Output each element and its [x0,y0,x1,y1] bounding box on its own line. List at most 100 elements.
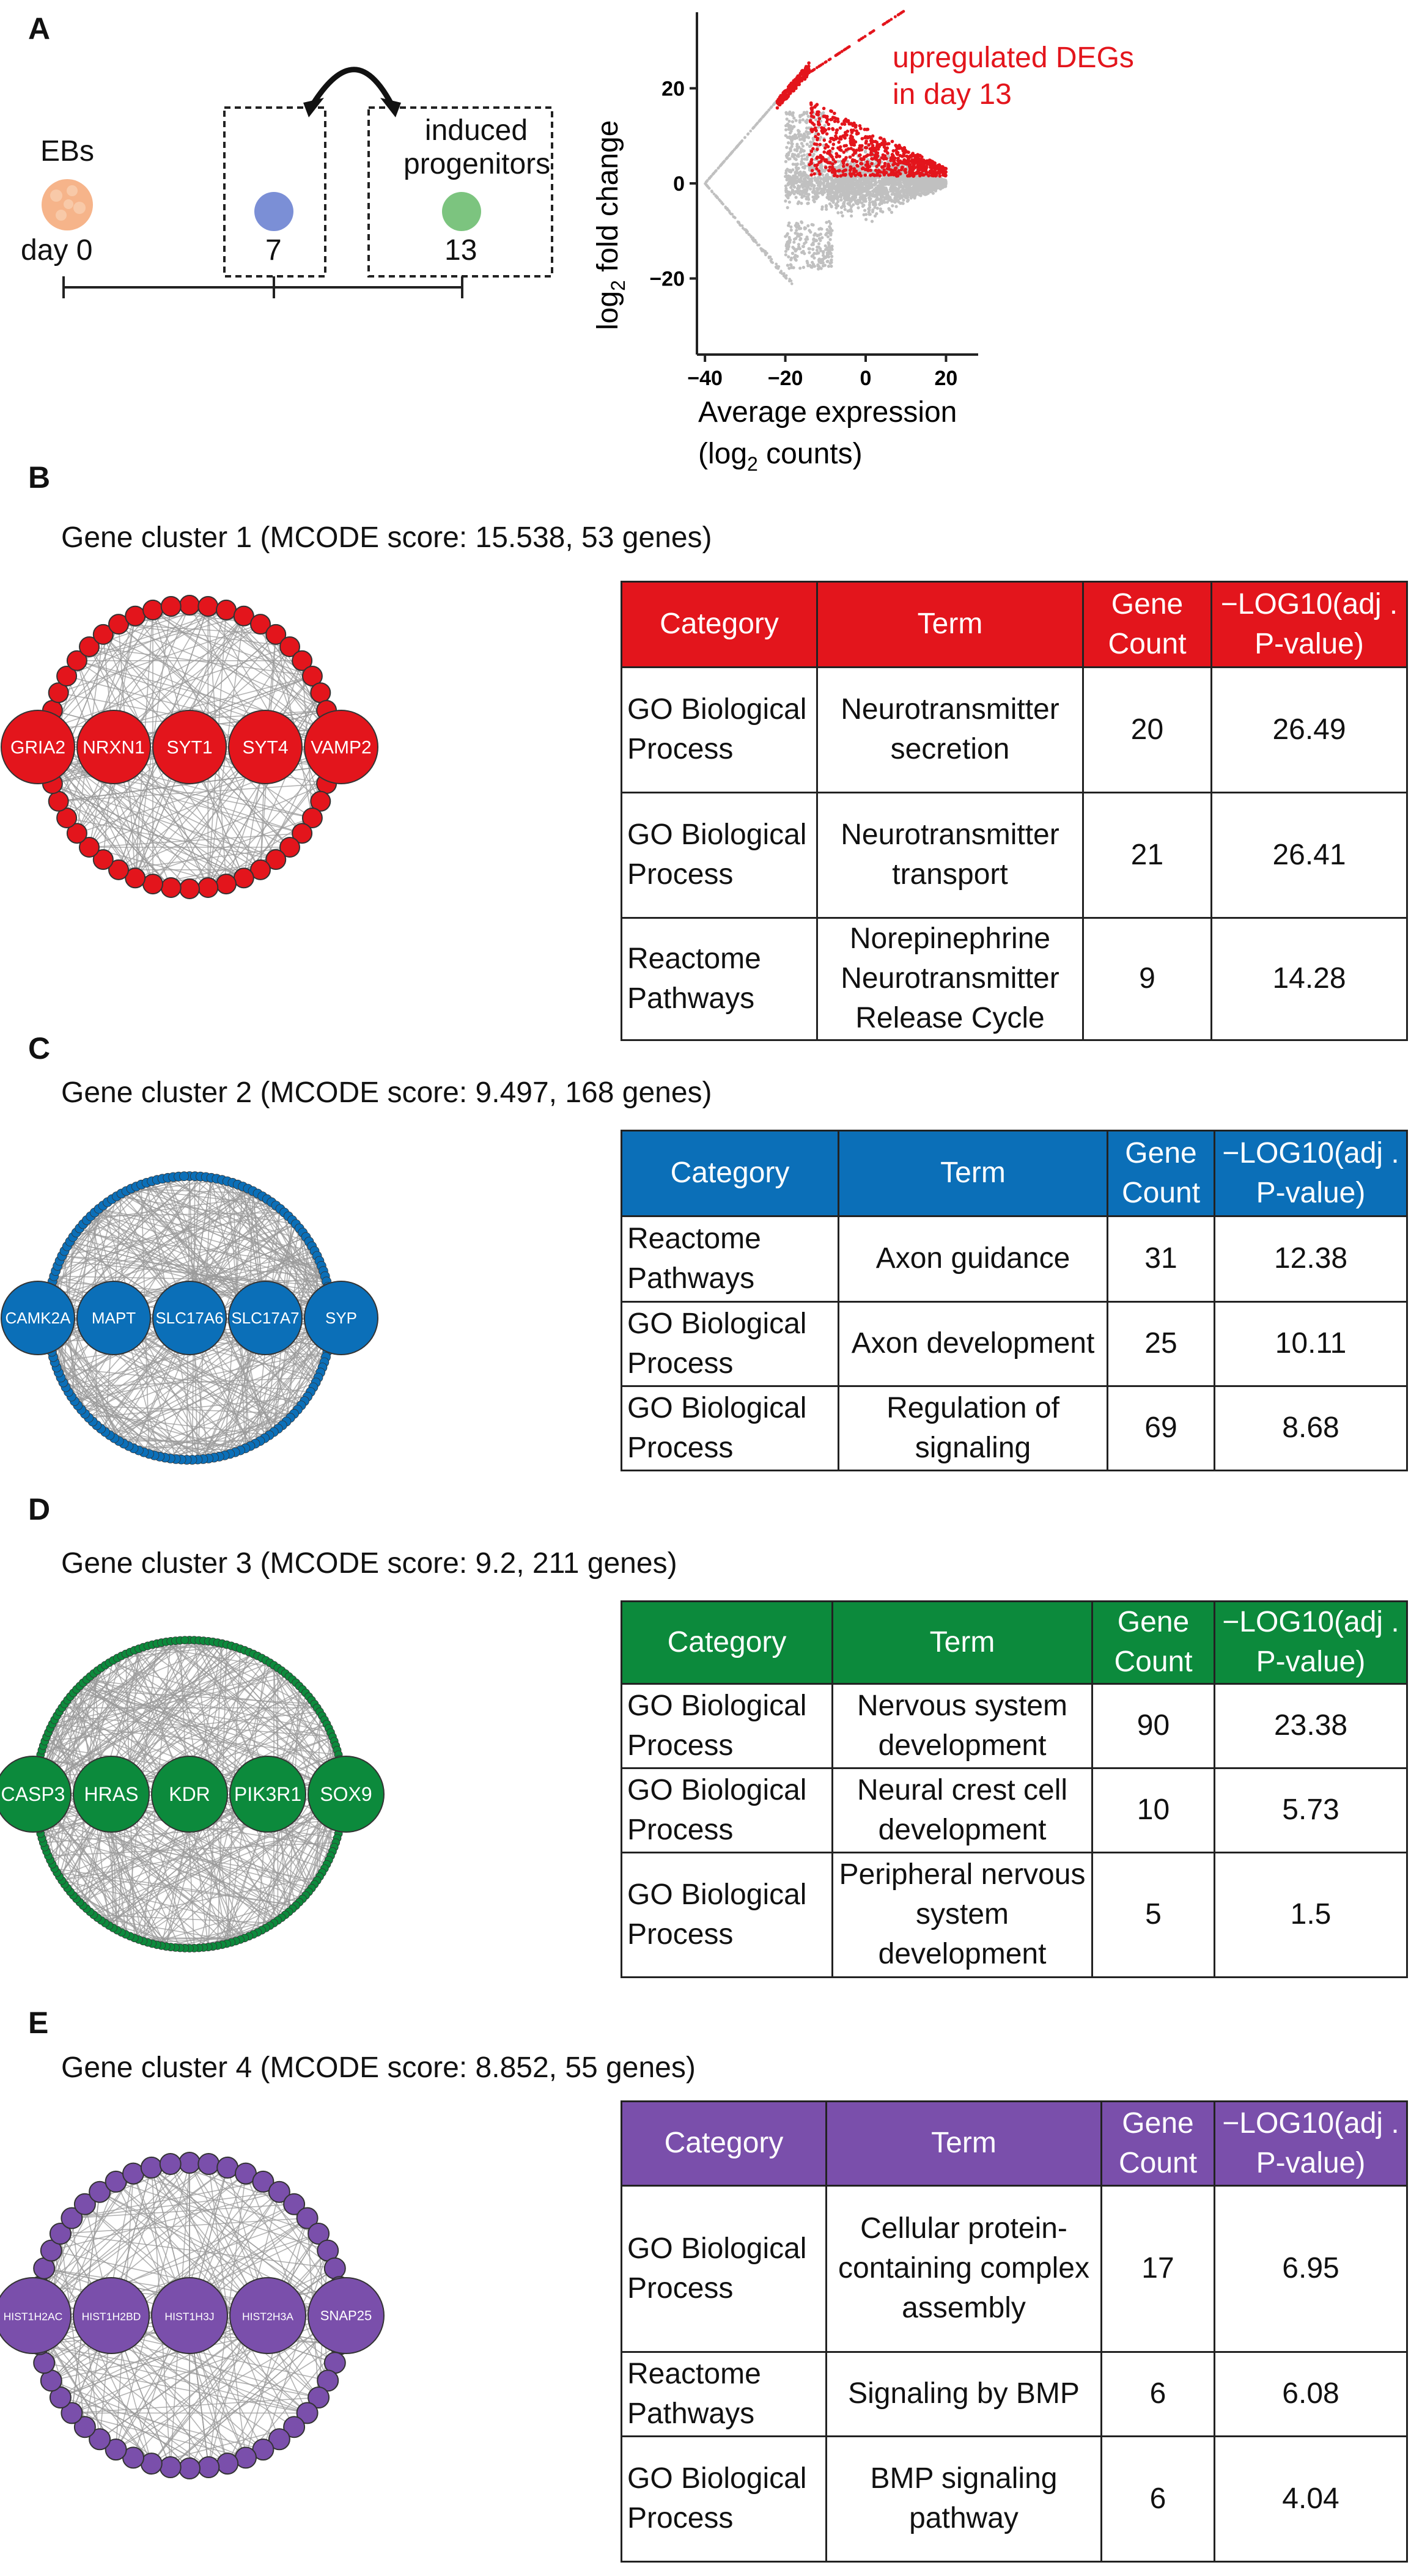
hub-gene-label: HIST1H2BD [82,2311,141,2323]
ma-point-grey [896,199,900,202]
ma-point-grey [784,249,788,253]
ma-point-grey [806,264,810,268]
cell-category: Reactome Pathways [621,2351,827,2437]
cell-log10-pvalue: 4.04 [1214,2435,1408,2563]
ma-point-grey [863,208,867,212]
ma-point-grey [901,202,905,205]
cell-gene-count: 20 [1082,666,1212,793]
table-header-row: Category Term Gene Count −LOG10(adj . P-… [621,1130,1408,1217]
cell-term: Neurotransmitter secretion [816,666,1084,793]
table-header-row: Category Term Gene Count −LOG10(adj . P-… [621,2100,1408,2187]
table-row: GO Biological Process Neurotransmitter s… [621,666,1408,793]
ma-point-grey [803,157,807,161]
hub-gene-node: HIST1H2AC [0,2277,72,2354]
table-row: GO Biological Process Nervous system dev… [621,1683,1408,1769]
hub-gene-node: HIST2H3A [229,2277,306,2354]
header-gene-count: Gene Count [1100,2100,1215,2187]
cell-term: Neurotransmitter transport [816,792,1084,919]
hub-gene-label: HIST1H3J [164,2311,214,2323]
cell-category: GO Biological Process [621,2435,827,2563]
cell-gene-count: 6 [1100,2351,1215,2437]
header-log10-pvalue: −LOG10(adj . P-value) [1214,1600,1408,1685]
induced-progenitors-label: induced progenitors [403,114,550,181]
network-node [159,2456,182,2478]
header-log10-pvalue: −LOG10(adj . P-value) [1210,581,1408,668]
cell-log10-pvalue: 1.5 [1214,1852,1408,1978]
timeline-diagram [42,67,553,298]
table-row: GO Biological Process Regulation of sign… [621,1385,1408,1471]
table-row: GO Biological Process BMP signaling path… [621,2435,1408,2563]
cell-category: GO Biological Process [621,1385,839,1471]
network-node [323,2257,346,2280]
ma-point-grey [791,168,795,172]
ma-point-grey [868,201,872,205]
ma-point-grey [810,265,814,269]
ma-point-grey [787,201,791,204]
header-term: Term [838,1130,1108,1217]
cell-gene-count: 9 [1082,917,1212,1041]
arrow-head-right-icon [380,98,401,117]
cell-gene-count: 90 [1091,1683,1215,1769]
ma-point-grey [822,181,825,185]
cluster2-enrichment-table: Category Term Gene Count −LOG10(adj . P-… [621,1130,1408,1471]
ma-point-grey [839,205,844,209]
ma-point-grey [789,225,793,229]
cell-gene-count: 17 [1100,2185,1215,2353]
cell-category: GO Biological Process [621,792,818,919]
ma-point-grey [828,225,831,229]
ma-point-grey [891,204,894,208]
cell-log10-pvalue: 14.28 [1210,917,1408,1041]
ma-point-grey [836,160,840,163]
cluster1-enrichment-table: Category Term Gene Count −LOG10(adj . P-… [621,581,1408,1041]
ma-point-grey [829,222,833,226]
ma-plot-points [704,10,948,285]
network-node [33,2352,56,2374]
cell-category: GO Biological Process [621,1683,833,1769]
ma-point-grey [828,202,832,206]
panel-label-d: D [28,1492,51,1526]
header-gene-count: Gene Count [1107,1130,1215,1217]
cell-gene-count: 10 [1091,1767,1215,1853]
ma-point-grey [828,238,832,241]
cell-log10-pvalue: 12.38 [1214,1215,1408,1303]
ma-point-grey [811,223,815,227]
hub-gene-node: SNAP25 [308,2277,385,2354]
ma-point-grey [820,236,824,240]
hub-gene-node: HIST1H2BD [73,2277,150,2354]
compare-arrow [311,67,394,106]
cell-category: GO Biological Process [621,1301,839,1387]
ma-point-grey [839,198,843,202]
day7-label: 7 [265,234,282,267]
header-category: Category [621,1600,833,1685]
cell-log10-pvalue: 23.38 [1214,1683,1408,1769]
table-row: GO Biological Process Cellular protein-c… [621,2185,1408,2353]
table-row: Reactome Pathways Signaling by BMP 6 6.0… [621,2351,1408,2437]
cell-log10-pvalue: 26.41 [1210,792,1408,919]
arrow-head-left-icon [303,98,324,117]
ma-point-grey [843,208,847,212]
network-node [179,2457,201,2479]
cell-category: Reactome Pathways [621,1215,839,1303]
cell-log10-pvalue: 6.95 [1214,2185,1408,2353]
header-category: Category [621,581,818,668]
cell-term: Regulation of signaling [838,1385,1108,1471]
cluster4-enrichment-table: Category Term Gene Count −LOG10(adj . P-… [621,2100,1408,2563]
cell-term: Nervous system development [831,1683,1093,1769]
network-node [235,2446,257,2469]
table-row: GO Biological Process Peripheral nervous… [621,1852,1408,1978]
header-term: Term [825,2100,1102,2187]
cell-term: Signaling by BMP [825,2351,1102,2437]
table-row: Reactome Pathways Norepinephrine Neurotr… [621,917,1408,1041]
network-node [159,2153,182,2175]
cell-category: GO Biological Process [621,666,818,793]
panel-label-a: A [28,12,51,46]
cell-term: BMP signaling pathway [825,2435,1102,2563]
day0-label: day 0 [21,234,93,267]
network-node [140,2453,163,2475]
header-category: Category [621,2100,827,2187]
ma-point-grey [826,259,830,263]
cell-term: Norepinephrine Neurotransmitter Release … [816,917,1084,1041]
cell-term: Axon guidance [838,1215,1108,1303]
ma-point-grey [800,202,803,205]
